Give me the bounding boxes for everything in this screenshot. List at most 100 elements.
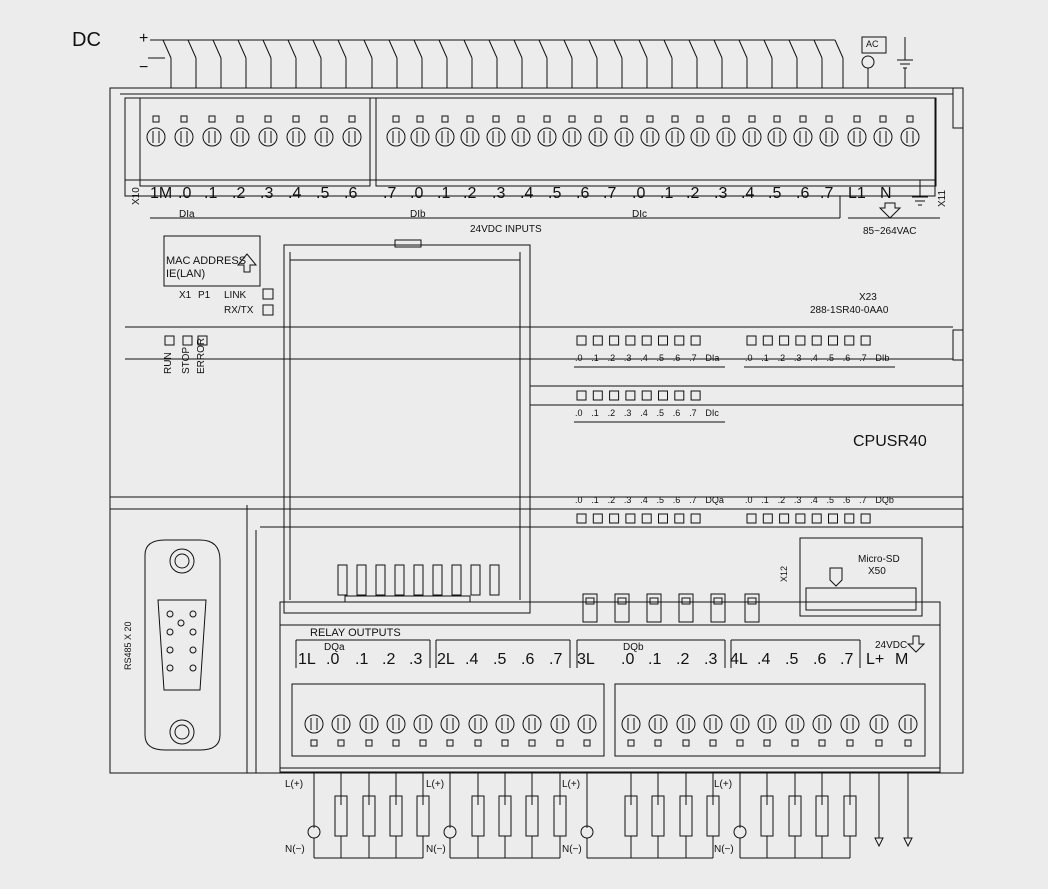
switch-contact <box>638 39 648 59</box>
dqa-label: .7 <box>689 495 697 505</box>
terminal-window <box>696 115 704 123</box>
cover-rib <box>356 564 367 596</box>
order-number: 288-1SR40-0AA0 <box>810 305 889 316</box>
jumper-window <box>585 597 595 605</box>
output-terminal-label: .3 <box>704 651 718 668</box>
io-led <box>690 513 701 524</box>
db9-pin <box>189 646 197 654</box>
io-led <box>641 335 652 346</box>
screw-icon <box>614 127 634 147</box>
status-led <box>197 335 208 346</box>
terminal-window <box>320 115 328 123</box>
input-terminal-label: .2 <box>463 185 477 202</box>
ac-label: AC <box>866 39 879 49</box>
jumper-window <box>713 597 723 605</box>
switch-contact <box>763 39 773 59</box>
dqb-label: .5 <box>826 495 835 505</box>
ac-source-icon <box>861 55 875 69</box>
screw-icon <box>690 127 710 147</box>
output-terminal-label: 2L <box>437 651 455 668</box>
rs485-label: RS485 X 20 <box>123 621 133 670</box>
terminal-window <box>501 739 509 747</box>
mount-screw <box>174 553 190 569</box>
switch-contact <box>513 39 523 59</box>
io-led <box>779 335 790 346</box>
screw-icon <box>495 714 515 734</box>
switch-contact <box>438 39 448 59</box>
dc-label: DC <box>72 29 101 51</box>
input-terminal-label: .3 <box>260 185 274 202</box>
l1-label: L1 <box>848 185 866 202</box>
terminal-window <box>180 115 188 123</box>
terminal-window <box>646 115 654 123</box>
cover-rib <box>337 564 348 596</box>
screw-icon <box>562 127 582 147</box>
cover-rib <box>375 564 386 596</box>
terminal-window <box>392 739 400 747</box>
x1-label: X1 <box>179 290 192 301</box>
mount-screw <box>174 724 190 740</box>
dia-label: .5 <box>656 353 665 363</box>
terminal-window <box>474 739 482 747</box>
output-terminal-label: .1 <box>355 651 369 668</box>
screw-icon <box>550 714 570 734</box>
door-edge <box>289 252 521 600</box>
io-led <box>860 335 871 346</box>
mac-box <box>163 235 261 287</box>
screw-icon <box>286 127 306 147</box>
dib-label: .5 <box>826 353 835 363</box>
l-plus-arrow <box>874 805 884 848</box>
switch-contact <box>388 39 398 59</box>
dic-label: .0 <box>575 408 583 418</box>
screw-icon <box>847 127 867 147</box>
terminal-window <box>292 115 300 123</box>
input-terminal-label: .0 <box>632 185 646 202</box>
switch-contact <box>237 39 247 59</box>
terminal-window <box>568 115 576 123</box>
switch-contact <box>312 39 322 59</box>
io-led <box>625 335 636 346</box>
screw-icon <box>588 127 608 147</box>
terminal-window <box>875 739 883 747</box>
screw-icon <box>785 714 805 734</box>
terminal-window <box>846 739 854 747</box>
terminal-window <box>791 739 799 747</box>
status-led <box>164 335 175 346</box>
io-led <box>592 390 603 401</box>
dib-label: .3 <box>793 353 802 363</box>
io-led <box>795 513 806 524</box>
top-terminal-block <box>124 97 936 197</box>
db9-pin <box>189 628 197 636</box>
dqb-label: .0 <box>745 495 753 505</box>
jumper-window <box>747 597 757 605</box>
db9-pin <box>166 610 174 618</box>
inputs-caption: 24VDC INPUTS <box>470 224 542 235</box>
dib-label: DIb <box>410 209 426 220</box>
x50-label: X50 <box>868 566 886 577</box>
mount-screw <box>169 719 195 745</box>
switch-contact <box>834 39 844 59</box>
terminal-strip-d <box>614 683 926 757</box>
io-led <box>860 513 871 524</box>
screw-icon <box>742 127 762 147</box>
link-label: LINK <box>224 290 247 301</box>
screw-icon <box>812 714 832 734</box>
db9-face <box>157 599 207 691</box>
screw-icon <box>898 714 918 734</box>
output-terminal-label: .7 <box>840 651 854 668</box>
jumper <box>710 593 726 623</box>
screw-icon <box>486 127 506 147</box>
terminal-window <box>208 115 216 123</box>
output-terminal-label: .0 <box>621 651 635 668</box>
output-terminal-label: .6 <box>813 651 827 668</box>
terminal-window <box>594 115 602 123</box>
screw-icon <box>767 127 787 147</box>
screw-icon <box>819 127 839 147</box>
terminal-window <box>419 739 427 747</box>
terminal-strip-b <box>375 97 937 187</box>
l-plus-label: L(+) <box>714 779 733 790</box>
switch-contact <box>413 39 423 59</box>
dic-label: DIc <box>632 209 647 220</box>
screw-icon <box>460 127 480 147</box>
terminal-window <box>416 115 424 123</box>
